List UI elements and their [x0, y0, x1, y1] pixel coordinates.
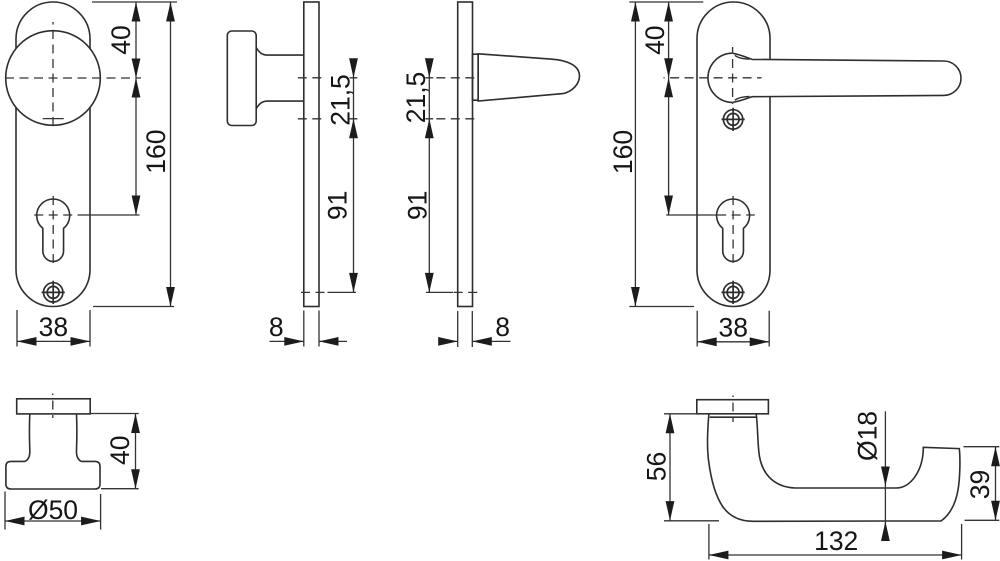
svg-text:40: 40	[640, 25, 670, 54]
svg-text:160: 160	[608, 130, 638, 174]
svg-text:38: 38	[39, 312, 68, 342]
svg-text:39: 39	[965, 470, 995, 499]
svg-text:Ø50: Ø50	[28, 495, 78, 525]
svg-text:56: 56	[642, 452, 672, 481]
svg-text:91: 91	[402, 191, 432, 220]
svg-text:40: 40	[106, 25, 136, 54]
svg-text:38: 38	[718, 312, 747, 342]
svg-text:8: 8	[269, 312, 284, 342]
svg-text:40: 40	[105, 436, 135, 465]
svg-text:8: 8	[495, 312, 510, 342]
svg-text:21,5: 21,5	[401, 72, 431, 124]
svg-text:132: 132	[814, 526, 858, 556]
svg-text:91: 91	[323, 191, 353, 220]
svg-text:Ø18: Ø18	[852, 411, 882, 461]
svg-text:21,5: 21,5	[326, 74, 356, 126]
svg-text:160: 160	[141, 129, 171, 173]
